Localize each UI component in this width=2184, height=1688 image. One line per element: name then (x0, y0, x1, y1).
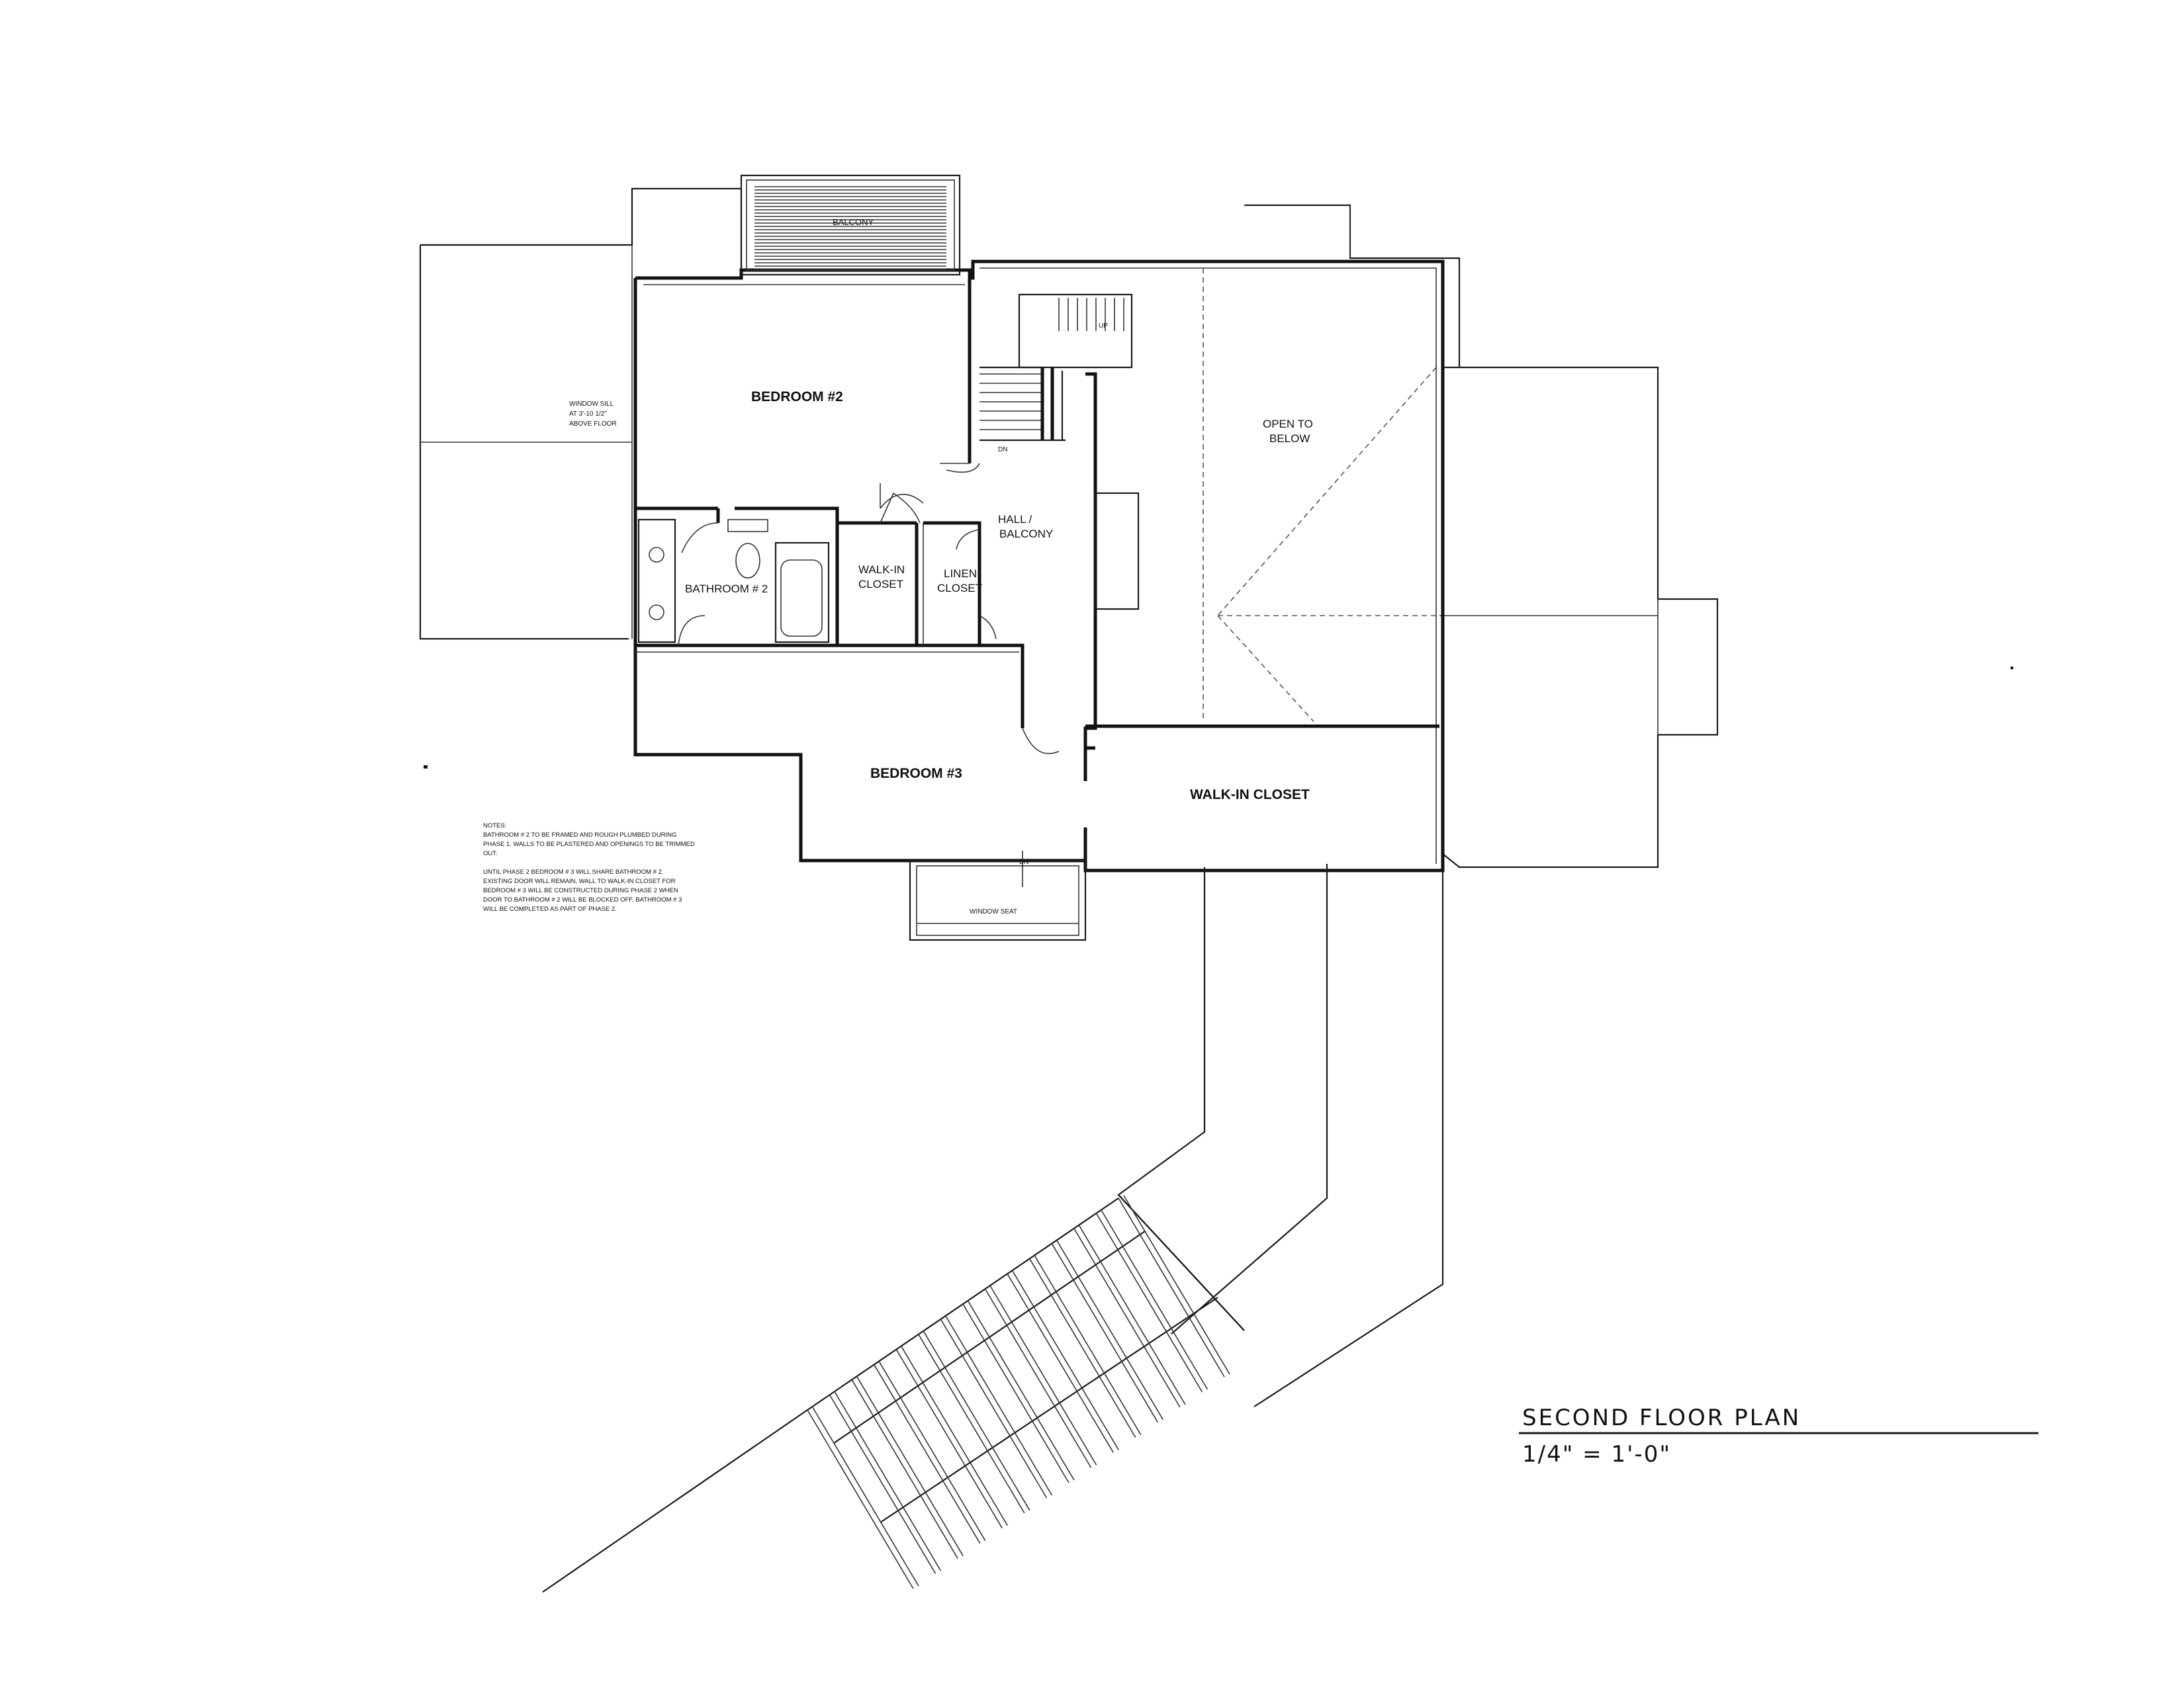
stray-mark (424, 765, 428, 769)
right-roof-outline (1244, 204, 1719, 868)
walkway-tread (1051, 1243, 1158, 1423)
walkway-tread (1095, 1213, 1203, 1393)
walkway-outline (542, 864, 1444, 1593)
walkway-tread (1034, 1256, 1142, 1435)
svg-text:WINDOW SILL: WINDOW SILL (569, 400, 614, 408)
walkway-tread (989, 1286, 1097, 1466)
walkway-stringer (880, 1297, 1218, 1523)
walkin-closet-small-label-2: CLOSET (858, 578, 903, 590)
walkway-tread (812, 1407, 919, 1587)
window-sill-note: WINDOW SILL AT 3'-10 1/2" ABOVE FLOOR (569, 400, 617, 428)
walkin-closet-small: WALK-IN CLOSET (837, 492, 936, 645)
walkway-tread (984, 1288, 1092, 1468)
walkway-tread (940, 1319, 1048, 1499)
bedroom-3: BEDROOM #3 DN (635, 651, 1087, 887)
note-line: BATHROOM # 2 TO BE FRAMED AND ROUGH PLUM… (483, 831, 676, 839)
walkway-tread (851, 1379, 958, 1559)
walkway-tread (1007, 1273, 1114, 1453)
walkway-tread (829, 1394, 936, 1574)
hall-label-1: HALL / (998, 513, 1032, 526)
linen-closet-label-2: CLOSET (937, 582, 982, 594)
note-line: BEDROOM # 3 WILL BE CONSTRUCTED DURING P… (483, 887, 678, 894)
walkway-stairs (807, 1195, 1230, 1589)
stair-up-label: UP (1099, 322, 1108, 330)
note-line: UNTIL PHASE 2 BEDROOM # 3 WILL SHARE BAT… (483, 868, 664, 876)
walkway-tread (1079, 1225, 1186, 1405)
walkway-tread (1101, 1210, 1208, 1390)
walkway-tread (1029, 1258, 1136, 1438)
walkway-tread (901, 1346, 1008, 1526)
bedroom-2: BEDROOM #2 (635, 278, 972, 523)
window-seat: WINDOW SEAT (909, 859, 1087, 941)
walkway-tread (968, 1301, 1075, 1481)
walkway-tread (834, 1391, 942, 1571)
walkway-tread (1056, 1241, 1163, 1420)
walkway-tread (962, 1303, 1069, 1483)
svg-text:ABOVE FLOOR: ABOVE FLOOR (569, 420, 617, 428)
walkway-tread (874, 1364, 981, 1544)
walkin-closet-large-label: WALK-IN CLOSET (1190, 787, 1310, 802)
plan-scale: 1/4" = 1'-0" (1522, 1441, 1671, 1468)
notes-block: NOTES: BATHROOM # 2 TO BE FRAMED AND ROUG… (483, 822, 695, 913)
note-line: EXISTING DOOR WILL REMAIN. WALL TO WALK-… (483, 878, 676, 885)
bedroom-3-label: BEDROOM #3 (870, 766, 962, 781)
hall-label-2: BALCONY (999, 528, 1053, 540)
plan-title: SECOND FLOOR PLAN (1522, 1405, 1801, 1431)
linen-closet-label-1: LINEN (944, 567, 977, 580)
linen-closet: LINEN CLOSET (933, 521, 997, 645)
walkway-tread (807, 1409, 914, 1589)
note-line: DOOR TO BATHROOM # 2 WILL BE BLOCKED OFF… (483, 896, 682, 904)
open-to-below: OPEN TO BELOW (1203, 268, 1437, 722)
walkin-closet-large: WALK-IN CLOSET (1085, 724, 1439, 802)
plan-title-block: SECOND FLOOR PLAN 1/4" = 1'-0" (1519, 1405, 2038, 1468)
walkway-tread (1012, 1270, 1119, 1450)
window-seat-label: WINDOW SEAT (970, 908, 1017, 915)
walkway-tread (923, 1331, 1030, 1511)
stair-dn-label: DN (998, 446, 1007, 453)
bedroom-2-label: BEDROOM #2 (751, 389, 843, 404)
note-line: OUT. (483, 850, 498, 857)
walkway-tread (856, 1376, 964, 1556)
bedroom-3-dn-mark: DN (1019, 859, 1028, 866)
note-line: PHASE 1. WALLS TO BE PLASTERED AND OPENI… (483, 841, 695, 848)
walkway-tread (918, 1334, 1025, 1514)
note-line: NOTES: (483, 822, 506, 829)
walkin-closet-small-label-1: WALK-IN (858, 563, 905, 576)
walkway-tread (1123, 1195, 1230, 1375)
walkway-tread (1073, 1228, 1181, 1408)
note-line: WILL BE COMPLETED AS PART OF PHASE 2. (483, 906, 617, 913)
stray-mark (2011, 667, 2013, 669)
open-below-label-1: OPEN TO (1263, 418, 1313, 430)
top-balcony: BALCONY (740, 174, 961, 276)
walkway-tread (945, 1316, 1053, 1496)
walkway-tread (879, 1362, 986, 1541)
open-below-label-2: BELOW (1269, 432, 1310, 445)
walkway-tread (895, 1349, 1003, 1528)
svg-text:AT 3'-10 1/2": AT 3'-10 1/2" (569, 410, 607, 418)
balcony-label: BALCONY (833, 217, 874, 227)
bathroom-2-label: BATHROOM # 2 (685, 583, 768, 595)
bathroom-2: BATHROOM # 2 (635, 518, 993, 647)
walkway-tread (1118, 1197, 1225, 1378)
exterior-walls (633, 259, 1445, 872)
